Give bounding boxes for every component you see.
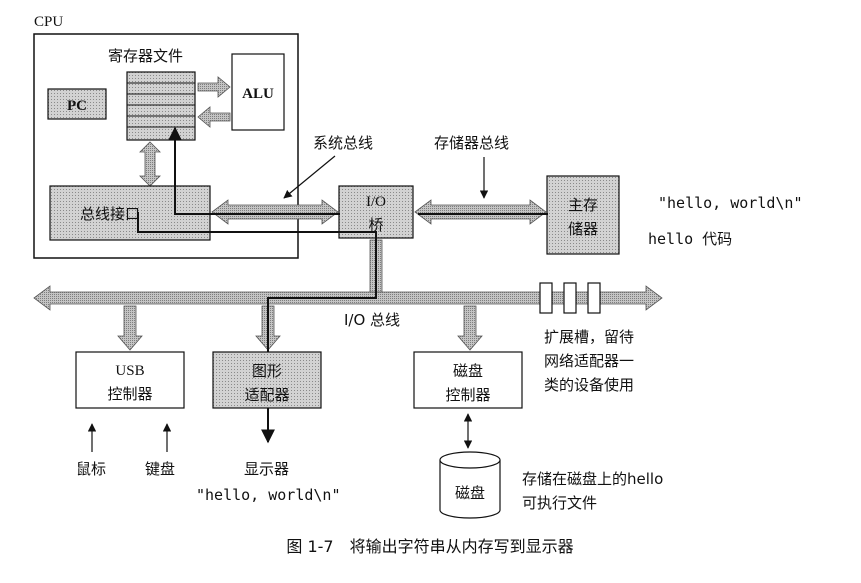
io-bus-label: I/O 总线 xyxy=(344,311,400,329)
pc-register xyxy=(47,88,107,120)
cpu-label: CPU xyxy=(34,14,63,30)
pc-label: PC xyxy=(67,98,87,114)
memory-code-label: hello 代码 xyxy=(648,230,732,248)
mouse-label: 鼠标 xyxy=(76,460,106,478)
graphics-adapter-box xyxy=(212,351,322,409)
reg-to-alu-arrow xyxy=(197,76,231,98)
io-bridge-line2: 桥 xyxy=(368,216,383,234)
figure-caption: 图 1-7 将输出字符串从内存写到显示器 xyxy=(286,537,573,556)
alu-box xyxy=(231,53,285,131)
usb-line1: USB xyxy=(115,363,144,379)
disk-ctrl-line1: 磁盘 xyxy=(453,362,483,380)
graphics-line1: 图形 xyxy=(252,362,282,380)
usb-controller-box xyxy=(75,351,185,409)
main-memory-line1: 主存 xyxy=(568,196,598,214)
register-file xyxy=(126,71,196,141)
system-bus-pointer xyxy=(283,155,336,199)
usb-bus-drop xyxy=(117,305,143,351)
display-label: 显示器 xyxy=(244,460,289,478)
bus-interface-label: 总线接口 xyxy=(80,205,140,223)
io-bridge-box xyxy=(338,185,414,239)
expansion-line2: 网络适配器一 xyxy=(544,352,634,370)
disk-note-line1: 存储在磁盘上的hello xyxy=(522,470,663,488)
register-file-label: 寄存器文件 xyxy=(108,47,183,65)
graphics-line2: 适配器 xyxy=(244,386,289,404)
main-memory-box xyxy=(546,175,620,255)
main-memory-line2: 储器 xyxy=(568,220,598,238)
disk-label: 磁盘 xyxy=(455,484,485,502)
alu-label: ALU xyxy=(242,86,274,102)
alu-to-reg-arrow xyxy=(197,106,231,128)
keyboard-label: 键盘 xyxy=(145,460,175,478)
expansion-slots xyxy=(539,282,601,314)
path-to-display xyxy=(137,212,377,444)
disk-ctrl-line2: 控制器 xyxy=(445,386,490,404)
memory-bus xyxy=(414,199,547,225)
memory-bus-label: 存储器总线 xyxy=(434,134,509,152)
disk-bus-drop xyxy=(457,305,483,351)
disk-note-line2: 可执行文件 xyxy=(522,494,597,512)
path-bridge-cpu xyxy=(168,126,340,215)
memory-string: "hello, world\n" xyxy=(658,194,803,212)
system-bus-label: 系统总线 xyxy=(313,134,373,152)
expansion-line3: 类的设备使用 xyxy=(544,376,634,394)
expansion-line1: 扩展槽，留待 xyxy=(544,328,634,346)
system-bus xyxy=(211,199,339,225)
display-string: "hello, world\n" xyxy=(196,486,341,504)
io-bridge-line1: I/O xyxy=(366,194,386,210)
disk-controller-box xyxy=(413,351,523,409)
disk-cylinder xyxy=(439,451,501,519)
usb-line2: 控制器 xyxy=(107,385,152,403)
